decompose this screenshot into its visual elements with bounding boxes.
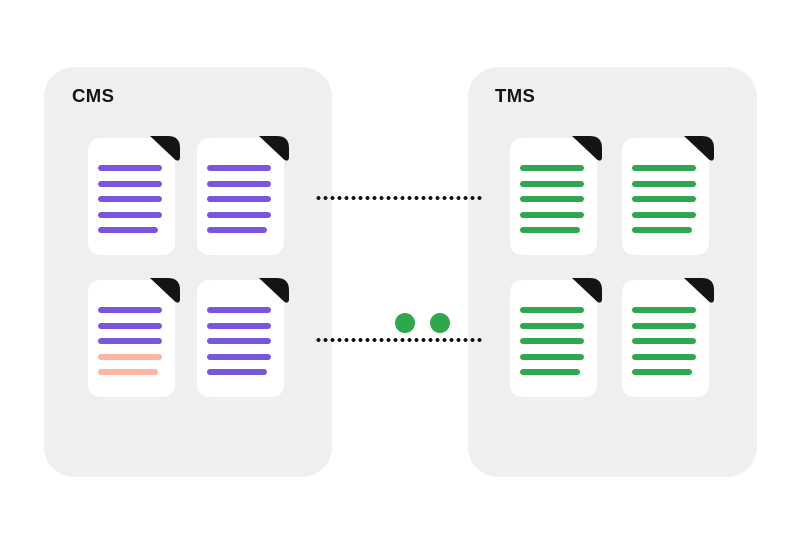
document-text-line: [207, 165, 271, 171]
document-text-line: [632, 196, 696, 202]
document-text-lines: [207, 307, 271, 385]
document-text-line: [98, 353, 162, 360]
document-text-line: [520, 338, 584, 344]
document-text-line: [632, 227, 692, 233]
cms-panel-title: CMS: [72, 85, 115, 106]
sync-dotted-line-top: [315, 196, 482, 200]
document-text-line: [207, 211, 271, 218]
document-text-line: [632, 165, 696, 171]
folded-corner-icon: [150, 136, 180, 161]
document-text-line: [632, 369, 692, 375]
tms-doc-2: [622, 136, 714, 255]
document-text-line: [632, 211, 696, 218]
document-text-line: [520, 322, 584, 329]
document-text-line: [520, 165, 584, 171]
document-text-line: [520, 307, 584, 313]
cms-doc-4: [197, 278, 289, 397]
cms-documents-grid: [88, 136, 289, 397]
document-text-line: [632, 338, 696, 344]
document-text-lines: [98, 307, 162, 385]
document-text-line: [207, 180, 271, 187]
progress-dot: [395, 313, 415, 333]
document-text-line: [98, 338, 162, 344]
document-text-line: [207, 307, 271, 313]
document-text-line: [520, 211, 584, 218]
document-text-line: [98, 196, 162, 202]
document-text-line: [98, 180, 162, 187]
document-text-line: [520, 196, 584, 202]
document-text-lines: [98, 165, 162, 243]
document-text-line: [207, 369, 267, 375]
folded-corner-icon: [259, 278, 289, 303]
document-text-line: [632, 322, 696, 329]
folded-corner-icon: [684, 278, 714, 303]
document-text-line: [98, 322, 162, 329]
document-text-line: [632, 180, 696, 187]
cms-panel: CMS: [44, 67, 332, 477]
document-text-lines: [520, 165, 584, 243]
folded-corner-icon: [572, 278, 602, 303]
folded-corner-icon: [684, 136, 714, 161]
progress-dot: [430, 313, 450, 333]
tms-documents-grid: [510, 136, 714, 397]
cms-doc-1: [88, 136, 180, 255]
document-text-line: [207, 338, 271, 344]
document-text-lines: [207, 165, 271, 243]
tms-doc-1: [510, 136, 602, 255]
document-text-line: [520, 180, 584, 187]
document-text-line: [98, 165, 162, 171]
sync-dotted-line-bottom: [315, 338, 482, 342]
document-text-line: [207, 322, 271, 329]
cms-doc-2: [197, 136, 289, 255]
document-text-line: [632, 353, 696, 360]
document-text-line: [632, 307, 696, 313]
folded-corner-icon: [259, 136, 289, 161]
tms-panel: TMS: [468, 67, 757, 477]
document-text-line: [207, 196, 271, 202]
document-text-line: [520, 227, 580, 233]
document-text-line: [98, 307, 162, 313]
document-text-line: [98, 211, 162, 218]
document-text-lines: [632, 307, 696, 385]
document-text-line: [520, 353, 584, 360]
document-text-line: [98, 227, 158, 233]
document-text-line: [207, 227, 267, 233]
folded-corner-icon: [572, 136, 602, 161]
tms-panel-title: TMS: [495, 85, 536, 106]
cms-doc-3-partially-translated: [88, 278, 180, 397]
document-text-lines: [632, 165, 696, 243]
document-text-line: [207, 353, 271, 360]
folded-corner-icon: [150, 278, 180, 303]
document-text-lines: [520, 307, 584, 385]
tms-doc-3: [510, 278, 602, 397]
document-text-line: [520, 369, 580, 375]
document-text-line: [98, 369, 158, 375]
tms-doc-4: [622, 278, 714, 397]
